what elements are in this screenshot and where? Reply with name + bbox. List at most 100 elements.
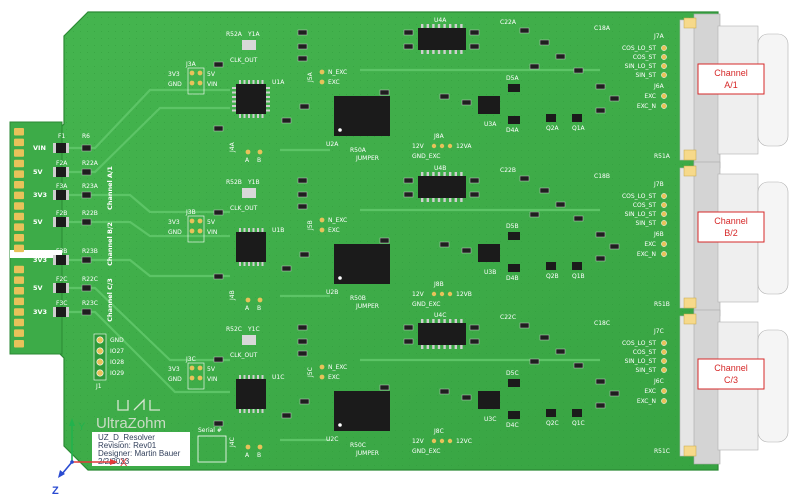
edge-finger xyxy=(14,329,24,337)
ic-pin xyxy=(257,262,259,266)
net-label: N_EXC xyxy=(328,217,347,224)
ic-pin xyxy=(454,345,457,349)
channel-label-box xyxy=(697,358,765,390)
ref-label: J7B xyxy=(653,181,664,188)
ic-pin xyxy=(432,24,435,28)
connector-flange xyxy=(679,19,697,161)
ref-label: R51B xyxy=(654,301,670,308)
signal-pin xyxy=(661,220,667,226)
edge-label: 3V3 xyxy=(33,256,47,264)
ic-u4 xyxy=(418,323,466,345)
exc-label: EXC_N xyxy=(637,103,656,110)
j1-pin xyxy=(96,336,104,344)
header-pin xyxy=(197,218,203,224)
net-label: A xyxy=(245,452,250,459)
ref-label: D5A xyxy=(506,75,519,82)
net-label: 12VB xyxy=(456,291,472,298)
ic-pin xyxy=(454,172,457,176)
header-pin xyxy=(447,143,453,149)
passive xyxy=(213,273,224,280)
ic-pin xyxy=(454,319,457,323)
ref-label: R23C xyxy=(82,300,98,307)
ref-label: F3C xyxy=(56,300,67,307)
ic-pin xyxy=(426,319,429,323)
passive xyxy=(297,203,308,210)
ic-pin xyxy=(443,319,446,323)
ref-label: R50A xyxy=(350,147,367,154)
header-pin xyxy=(431,291,437,297)
ic-pin xyxy=(449,172,452,176)
channel-label-line1: Channel xyxy=(714,363,748,373)
ic-pin xyxy=(232,105,236,107)
ic-pin xyxy=(248,80,250,84)
header-pin xyxy=(319,69,325,75)
j1-pin xyxy=(96,369,104,377)
ic-pin xyxy=(460,50,463,54)
header-pin xyxy=(189,70,195,76)
net-label: GND xyxy=(168,81,182,88)
passive xyxy=(213,125,224,132)
ic-pin xyxy=(449,345,452,349)
ic-pin xyxy=(243,228,246,232)
fuse xyxy=(54,167,68,177)
ref-label: U1C xyxy=(272,374,284,381)
signal-pin xyxy=(661,367,667,373)
ic-pin xyxy=(454,50,457,54)
ref-label: R52A xyxy=(226,31,243,38)
resistor xyxy=(81,256,92,264)
resistor xyxy=(81,284,92,292)
signal-pin xyxy=(661,211,667,217)
j1-pin-label: IO28 xyxy=(110,359,124,366)
fuse xyxy=(54,217,68,227)
ic-u3 xyxy=(478,391,500,409)
net-label: JUMPER xyxy=(355,450,379,457)
signal-pin xyxy=(661,72,667,78)
passive xyxy=(469,338,480,345)
signal-label: COS_LO_ST xyxy=(622,340,656,347)
edge-finger xyxy=(14,191,24,200)
edge-finger xyxy=(14,265,24,274)
ref-label: D4B xyxy=(506,275,519,282)
passive xyxy=(379,237,390,244)
ic-u3 xyxy=(478,244,500,262)
net-label: B xyxy=(257,305,261,312)
channel-label-line1: Channel xyxy=(714,68,748,78)
j1-pin-label: GND xyxy=(110,337,124,344)
pin1-dot xyxy=(338,276,342,280)
net-label: 12VA xyxy=(456,143,472,150)
net-label: A xyxy=(245,157,250,164)
passive xyxy=(403,338,414,345)
logo-line3: Designer: Martin Bauer xyxy=(98,449,181,458)
net-label: VIN xyxy=(207,229,217,236)
ref-label: U1B xyxy=(272,227,284,234)
passive xyxy=(297,43,308,50)
ref-label: J6C xyxy=(653,378,664,385)
header-pin xyxy=(257,149,263,155)
header-pin xyxy=(319,227,325,233)
net-label: JUMPER xyxy=(355,155,379,162)
net-label: A xyxy=(245,305,250,312)
ref-label: J6A xyxy=(653,83,665,90)
passive xyxy=(299,398,310,405)
exc-pin xyxy=(661,398,667,404)
ref-label: R22C xyxy=(82,276,98,283)
channel-label-line2: C/3 xyxy=(724,375,738,385)
signal-pin xyxy=(661,340,667,346)
exc-pin xyxy=(661,93,667,99)
ic-u2 xyxy=(334,244,390,284)
mount-tab xyxy=(683,149,697,161)
header-pin xyxy=(439,438,445,444)
crystal-y1 xyxy=(242,40,256,50)
ic-pin xyxy=(243,114,246,118)
ref-label: F3B xyxy=(56,248,67,255)
ref-label: F2C xyxy=(56,276,67,283)
ref-label: F2A xyxy=(56,160,68,167)
net-label: N_EXC xyxy=(328,364,347,371)
ic-pin xyxy=(248,228,250,232)
passive xyxy=(539,334,550,341)
fuse-cap xyxy=(66,255,69,265)
ic-u2 xyxy=(334,96,390,136)
resistor xyxy=(81,144,92,152)
